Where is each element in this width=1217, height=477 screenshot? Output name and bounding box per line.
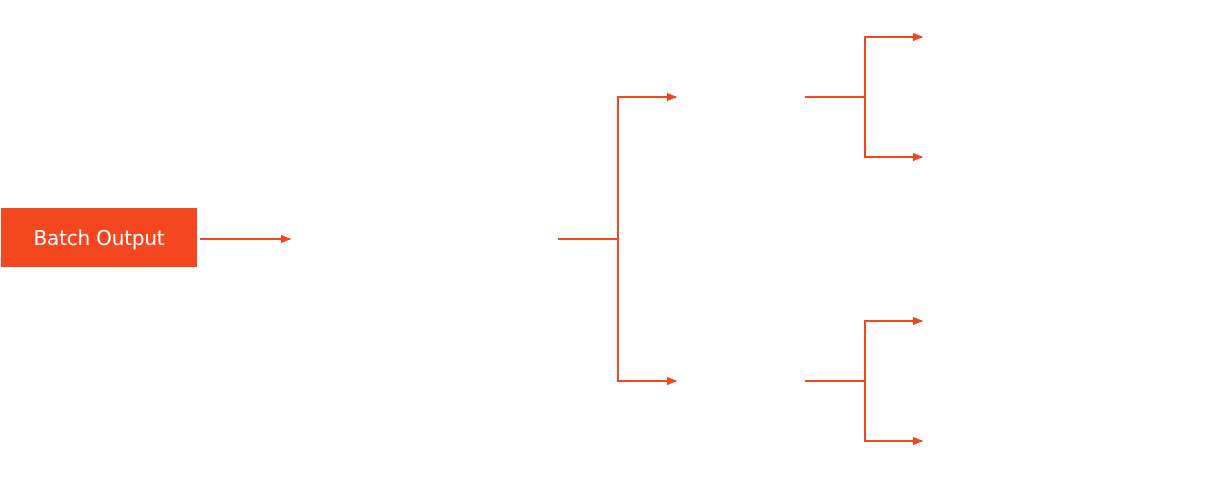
batch-output-node: Batch Output: [1, 208, 197, 267]
split-level-2-top: [805, 36, 866, 158]
split-level-1: [558, 96, 619, 381]
split-level-2-bottom: [805, 320, 866, 442]
batch-output-label: Batch Output: [33, 225, 165, 250]
